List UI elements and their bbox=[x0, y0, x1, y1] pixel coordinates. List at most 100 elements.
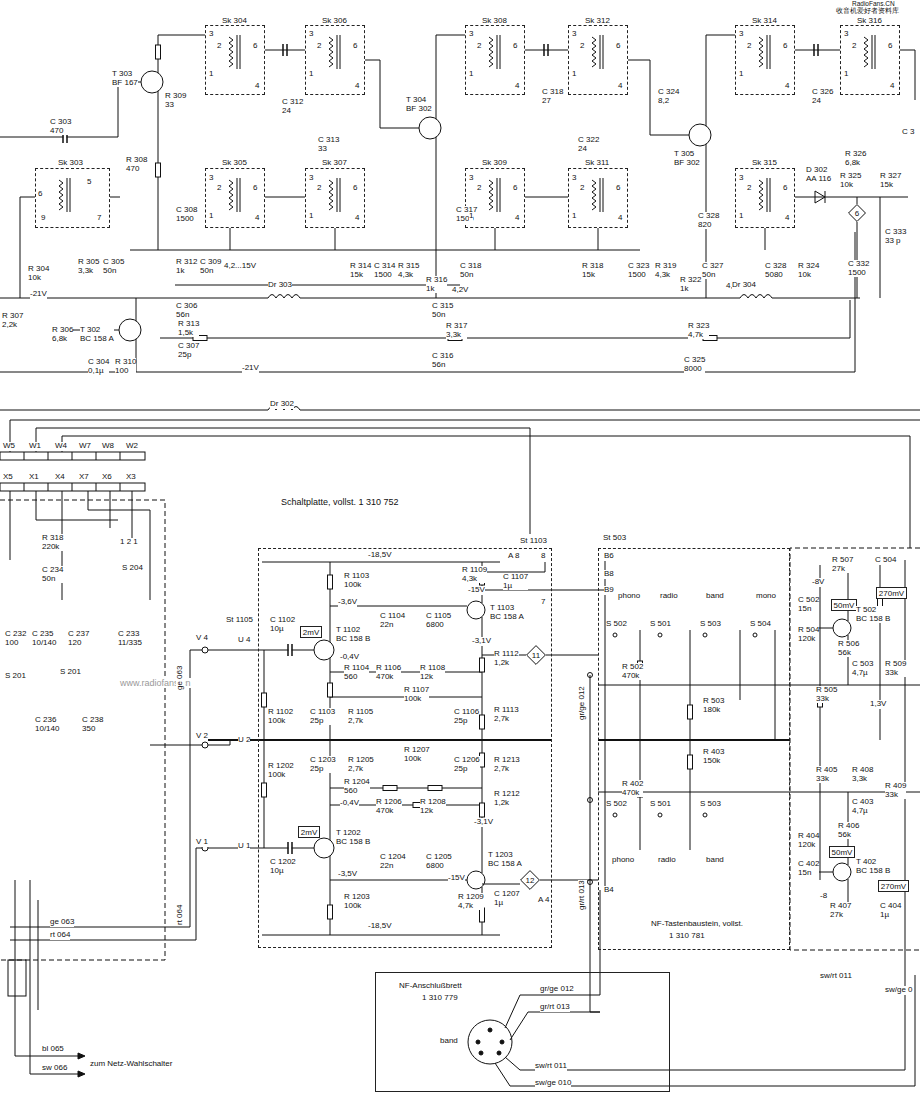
pin-number: 1 bbox=[209, 70, 213, 79]
terminal-label: V 2 bbox=[196, 732, 208, 741]
text-line: C 1103 bbox=[310, 708, 335, 717]
text-line: R 307 bbox=[2, 312, 23, 321]
text-line: R 502 bbox=[622, 663, 643, 672]
socket-pin bbox=[500, 1040, 504, 1044]
resistor-label: R 326 6,8k bbox=[845, 150, 866, 167]
text-line: 470k bbox=[622, 789, 643, 798]
resistor-label: R 1205 2,7k bbox=[348, 756, 374, 773]
text-line: 1,2k bbox=[494, 659, 519, 668]
text-line: 33 bbox=[318, 145, 339, 154]
text-line: R 1203 bbox=[344, 893, 370, 902]
level-box: 2mV bbox=[300, 626, 322, 638]
resistor-label: R 408 3,3k bbox=[852, 766, 873, 783]
resistor-label: R 304 10k bbox=[28, 265, 49, 282]
text-line: C 313 bbox=[318, 136, 339, 145]
text-line: 4,7µ bbox=[852, 807, 873, 816]
text-line: R 503 bbox=[703, 697, 724, 706]
capacitor-label: C 237 120 bbox=[68, 630, 89, 647]
resistor-label: R 1202 100k bbox=[268, 762, 294, 779]
resistor-label: R 322 1k bbox=[680, 276, 701, 293]
text-line: 10k bbox=[840, 181, 861, 190]
wiring bbox=[864, 35, 875, 69]
capacitor-label: C 328 5080 bbox=[765, 262, 786, 279]
choke-label: Dr 302 bbox=[270, 400, 294, 409]
capacitor-label: C 324 8,2 bbox=[658, 88, 679, 105]
switch-contact bbox=[753, 633, 757, 637]
transistor-label: T 1203 BC 158 A bbox=[488, 851, 522, 868]
resistor-label: R 1206 470k bbox=[376, 798, 402, 815]
wire bbox=[10, 650, 202, 1074]
text-line: 180k bbox=[703, 706, 724, 715]
resistor-label: R 308 470 bbox=[126, 156, 147, 173]
text-line: 50n bbox=[432, 311, 453, 320]
wire-color-label: sw/rt 011 bbox=[820, 972, 852, 981]
text-line: C 308 bbox=[176, 206, 197, 215]
note-label: zum Netz-Wahlschalter bbox=[90, 1060, 172, 1069]
coupling-wire bbox=[525, 50, 568, 51]
pin-number: 6 bbox=[253, 184, 257, 193]
coil-choke bbox=[268, 295, 772, 411]
wiring bbox=[0, 35, 920, 1086]
text-line: BC 158 A bbox=[490, 613, 524, 622]
terminal-label: B8 bbox=[604, 570, 614, 579]
text-line: C 304 bbox=[88, 358, 109, 367]
pin-number: 8 bbox=[541, 552, 545, 561]
capacitor-label: C 325 8000 bbox=[684, 356, 705, 373]
text-line: R 1205 bbox=[348, 756, 374, 765]
pin-number: 2 bbox=[477, 42, 481, 51]
text-line: 2,7k bbox=[348, 717, 373, 726]
text-line: BF 302 bbox=[674, 159, 700, 168]
voltage-label: -18,5V bbox=[368, 922, 392, 931]
connector-board: NF-Anschlußbrett1 310 779 bbox=[375, 972, 670, 1092]
key-module: NF-Tastenbaustein, vollst.1 310 781 bbox=[598, 548, 790, 950]
transistor-label: T 402 BC 158 B bbox=[856, 858, 890, 875]
capacitor-label: C 1206 25p bbox=[454, 756, 480, 773]
switch-label: S 502 bbox=[606, 800, 627, 809]
wiring bbox=[328, 905, 333, 919]
text-line: 3,3k bbox=[78, 267, 99, 276]
pin-number: 3 bbox=[469, 174, 473, 183]
bus-wire bbox=[10, 420, 920, 548]
text-line: 27k bbox=[830, 911, 851, 920]
text-line: 1500 bbox=[374, 271, 395, 280]
voltage-label: -18,5V bbox=[368, 551, 392, 560]
resistor-label: R 1208 12k bbox=[420, 798, 446, 815]
transistor-symbol bbox=[467, 601, 485, 619]
pin-number: 4 bbox=[515, 82, 519, 91]
pin-number: 6 bbox=[783, 42, 787, 51]
text-line: R 506 bbox=[838, 640, 859, 649]
resistor-label: R 406 56k bbox=[838, 822, 859, 839]
text-line: T 402 bbox=[856, 858, 890, 867]
switch-label: S 501 bbox=[650, 620, 671, 629]
text-line: R 1207 bbox=[404, 746, 430, 755]
text-line: R 304 bbox=[28, 265, 49, 274]
wiring bbox=[229, 35, 240, 69]
resistor-label: R 316 1k bbox=[426, 276, 447, 293]
resistor-label: R 1102 100k bbox=[268, 708, 293, 725]
text-line: R 407 bbox=[830, 902, 851, 911]
text-line: 10/140 bbox=[32, 639, 56, 648]
text-line: C 233 bbox=[118, 630, 142, 639]
text-line: C 502 bbox=[798, 596, 819, 605]
text-line: R 1108 bbox=[420, 664, 445, 673]
resistor-label: R 1212 1,2k bbox=[494, 790, 520, 807]
resistor-label: R 1204 560 bbox=[344, 778, 370, 795]
text-line: 56k bbox=[838, 831, 859, 840]
switch-label: S 502 bbox=[606, 620, 627, 629]
capacitor-label: C 303 470 bbox=[50, 118, 71, 135]
resistor-label: R 507 27k bbox=[832, 556, 853, 573]
pin-number: 4 bbox=[255, 214, 259, 223]
pin-number: 2 bbox=[317, 184, 321, 193]
level-box: 270mV bbox=[878, 880, 909, 892]
arrow-head bbox=[78, 1053, 85, 1077]
capacitor-label: C 1105 6800 bbox=[426, 612, 451, 629]
text-line: R 313 bbox=[178, 320, 199, 329]
note-label: phono bbox=[618, 592, 640, 601]
capacitor-label: C 403 4,7µ bbox=[852, 798, 873, 815]
text-line: R 409 bbox=[885, 782, 906, 791]
callout-number: 11 bbox=[532, 651, 540, 660]
capacitor-label: C 238 350 bbox=[82, 716, 103, 733]
text-line: 1k bbox=[680, 285, 701, 294]
diamond-outline bbox=[527, 646, 546, 665]
wire-color-label: gr/rt 013 bbox=[578, 880, 587, 910]
